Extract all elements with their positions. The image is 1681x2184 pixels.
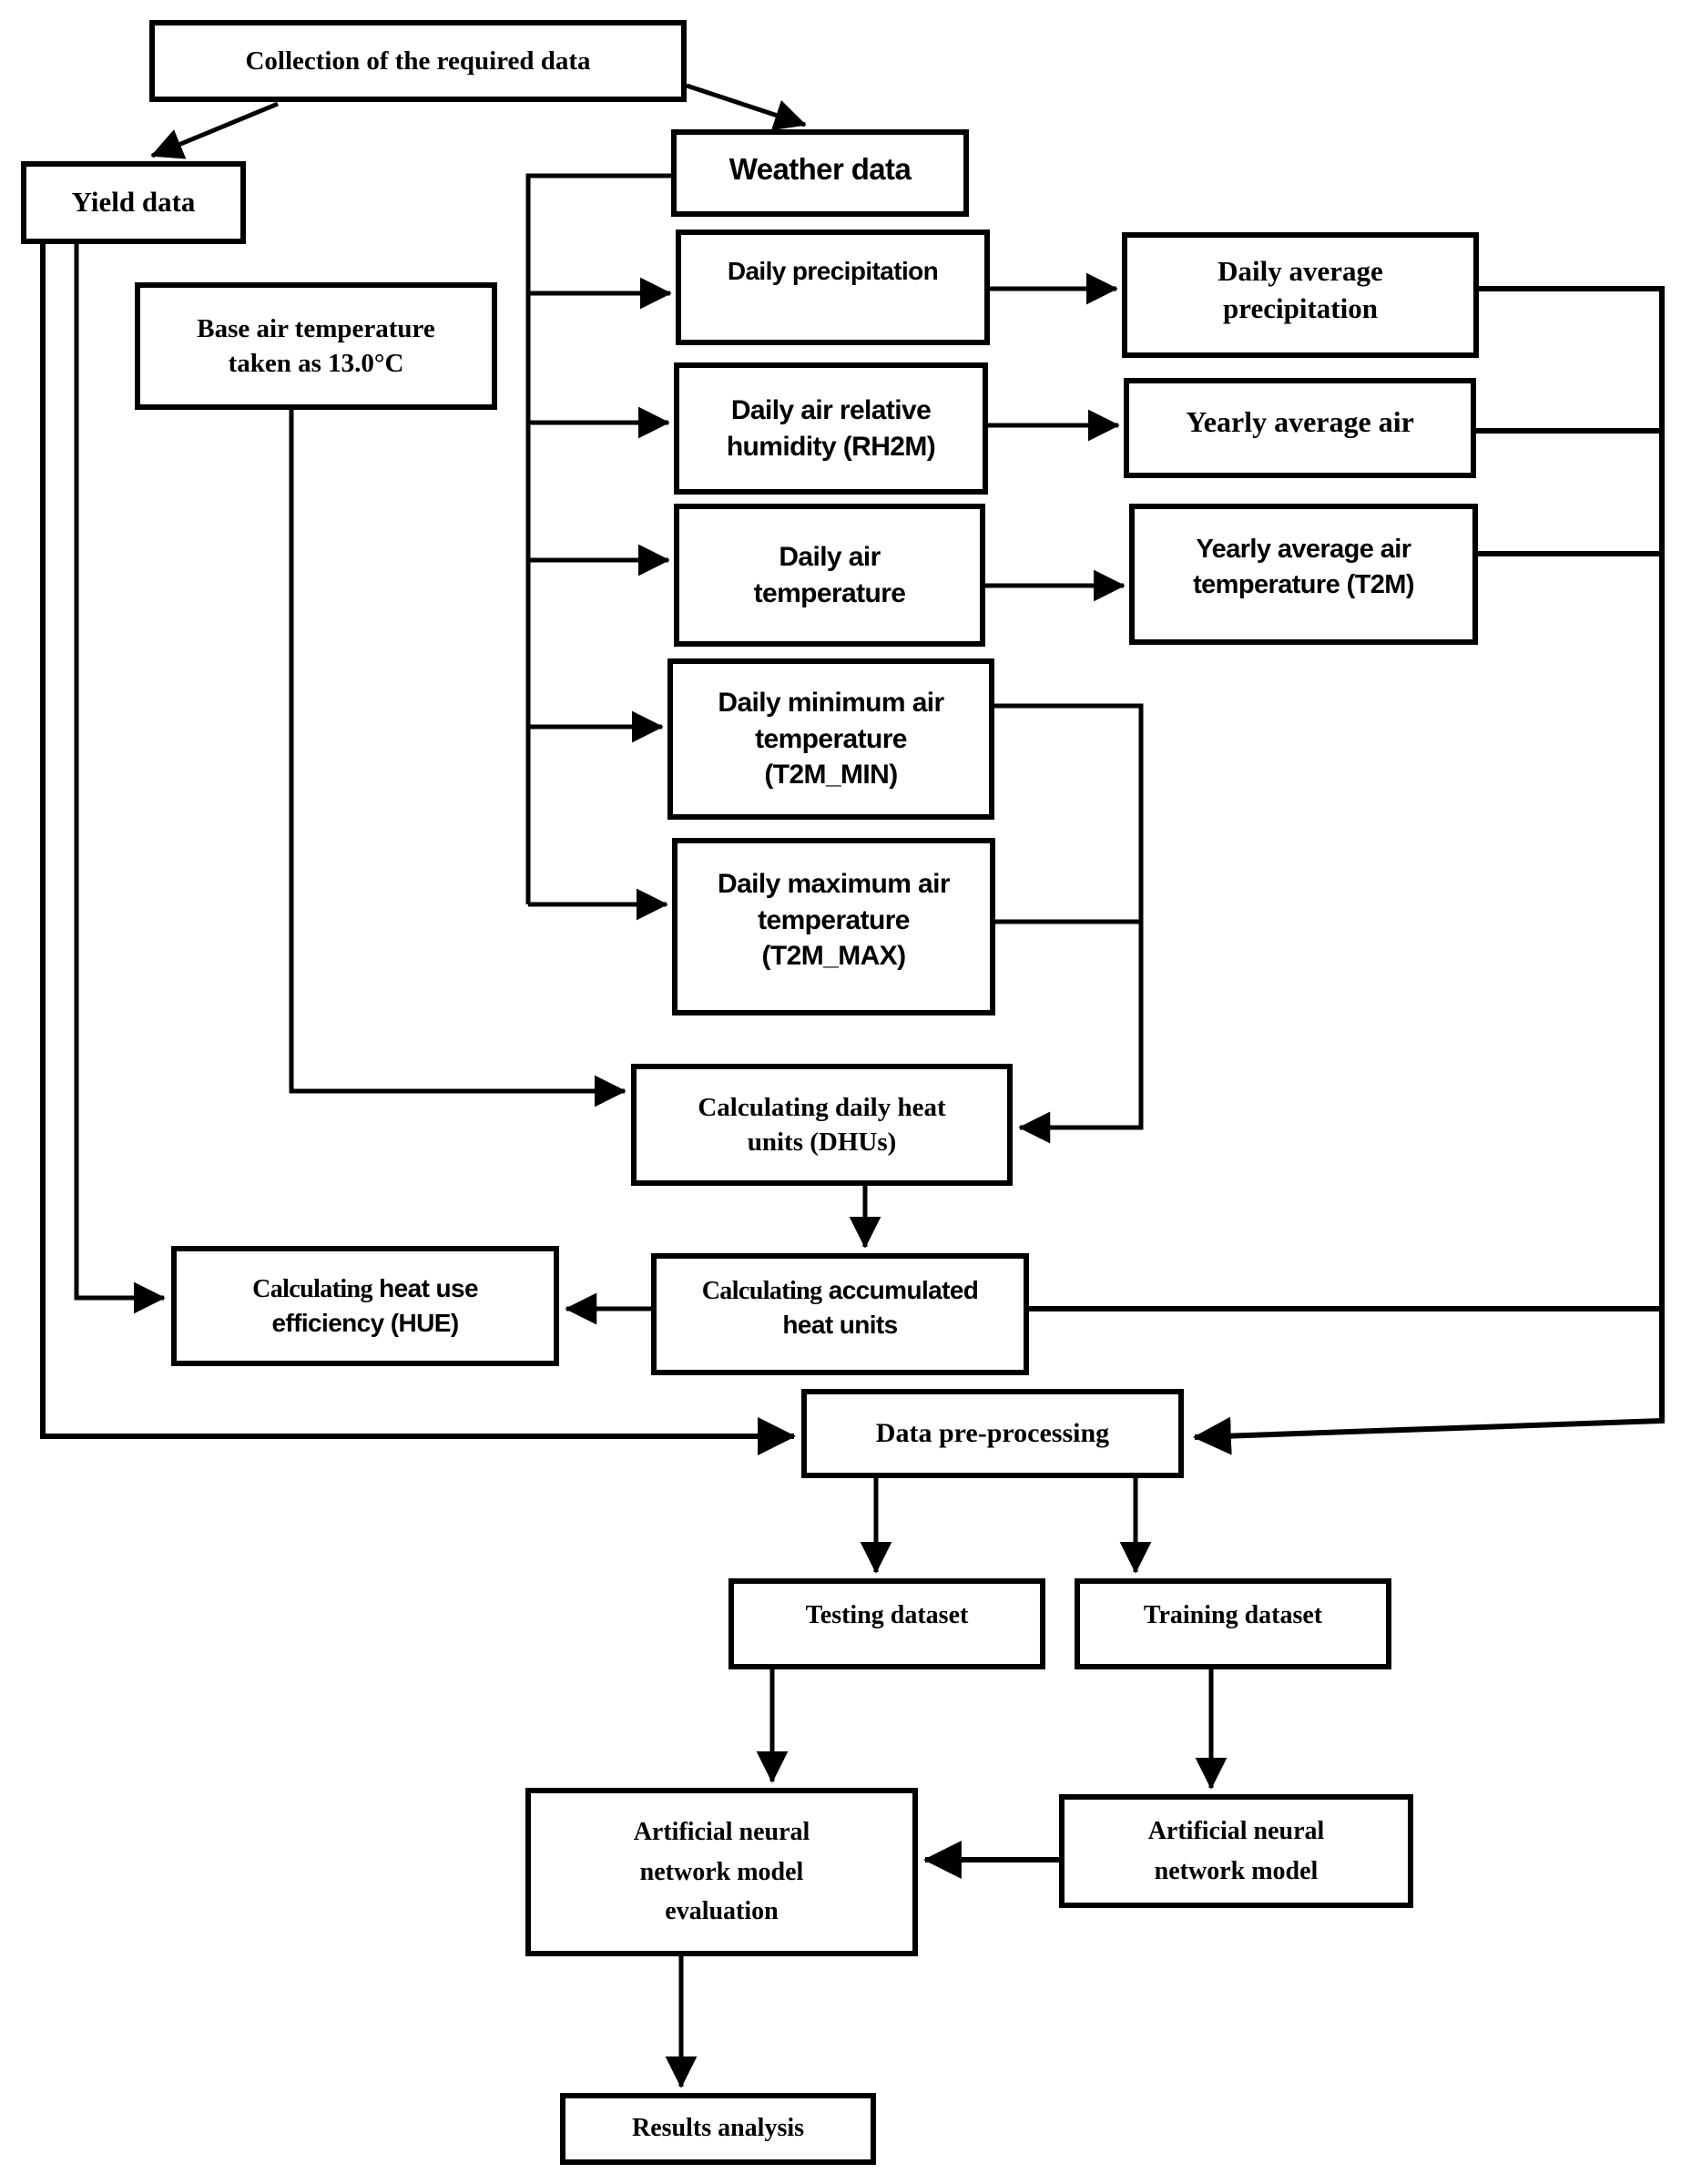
connector-right-spine	[1192, 286, 1665, 1455]
node-label: Results analysis	[631, 2114, 805, 2143]
node-label: Calculating daily heat units (DHUs)	[698, 1092, 946, 1157]
node-label: Collection of the required data	[245, 46, 591, 76]
connector-t2m-collector	[994, 703, 1144, 1144]
node-daily-minimum-air-temperature: Daily minimum air temperature (T2M_MIN)	[667, 658, 994, 820]
node-results-analysis: Results analysis	[560, 2093, 876, 2165]
connector-yield-to-hue	[74, 244, 166, 1314]
node-data-pre-processing: Data pre-processing	[801, 1389, 1184, 1478]
node-weather-data: Weather data	[671, 129, 969, 217]
node-testing-dataset: Testing dataset	[728, 1578, 1045, 1669]
connector-collection-to-yield	[150, 101, 279, 159]
node-label: Yearly average air temperature (T2M)	[1193, 535, 1414, 599]
node-label: Weather data	[728, 152, 912, 187]
node-training-dataset: Training dataset	[1075, 1578, 1391, 1669]
node-ann-model-evaluation: Artificial neural network model evaluati…	[525, 1788, 918, 1956]
node-label: Daily minimum air temperature (T2M_MIN)	[718, 688, 944, 791]
node-daily-maximum-air-temperature: Daily maximum air temperature (T2M_MAX)	[672, 838, 995, 1015]
node-daily-air-temperature: Daily air temperature	[674, 504, 985, 647]
node-label: Base air temperature taken as 13.0°C	[197, 313, 435, 378]
connector-base-temp-to-dhu	[289, 410, 627, 1107]
node-label: Yield data	[71, 186, 196, 219]
connector-yield-to-preproc	[40, 244, 797, 1455]
node-label: Daily air relative humidity (RH2M)	[726, 394, 936, 462]
node-label-line2: heat units	[782, 1310, 898, 1339]
node-label: Yearly average air	[1186, 404, 1414, 438]
node-label: Daily air temperature	[753, 541, 906, 608]
node-collection-of-required-data: Collection of the required data	[149, 20, 687, 102]
node-base-air-temperature: Base air temperature taken as 13.0°C	[135, 282, 497, 410]
node-calculating-heat-use-efficiency: Calculating heat use efficiency (HUE)	[171, 1246, 559, 1366]
node-yearly-average-air: Yearly average air	[1124, 378, 1476, 478]
node-label-line2: efficiency (HUE)	[271, 1308, 459, 1337]
node-daily-precipitation: Daily precipitation	[676, 230, 990, 345]
node-label: Daily maximum air temperature (T2M_MAX)	[718, 869, 951, 972]
node-label: Daily precipitation	[727, 257, 939, 286]
node-label: Testing dataset	[805, 1600, 969, 1629]
node-label: Artificial neural network model	[1147, 1817, 1325, 1885]
node-daily-air-relative-humidity: Daily air relative humidity (RH2M)	[674, 362, 988, 495]
node-label: Artificial neural network model evaluati…	[633, 1818, 810, 1926]
node-label-line1: Calculating heat use	[252, 1273, 478, 1303]
node-yield-data: Yield data	[21, 161, 246, 244]
node-calculating-daily-heat-units: Calculating daily heat units (DHUs)	[631, 1064, 1013, 1186]
node-yearly-average-air-temperature-t2m: Yearly average air temperature (T2M)	[1129, 504, 1478, 645]
node-ann-model: Artificial neural network model	[1059, 1794, 1413, 1908]
connector-weather-spine	[525, 173, 671, 904]
node-label: Daily average precipitation	[1217, 255, 1383, 324]
node-daily-average-precipitation: Daily average precipitation	[1122, 232, 1479, 358]
node-label: Data pre-processing	[875, 1418, 1110, 1449]
node-calculating-accumulated-heat-units: Calculating accumulated heat units	[651, 1253, 1029, 1375]
connector-collection-to-weather	[686, 83, 807, 131]
node-label-line1: Calculating accumulated	[701, 1275, 979, 1305]
node-label: Training dataset	[1143, 1600, 1323, 1629]
